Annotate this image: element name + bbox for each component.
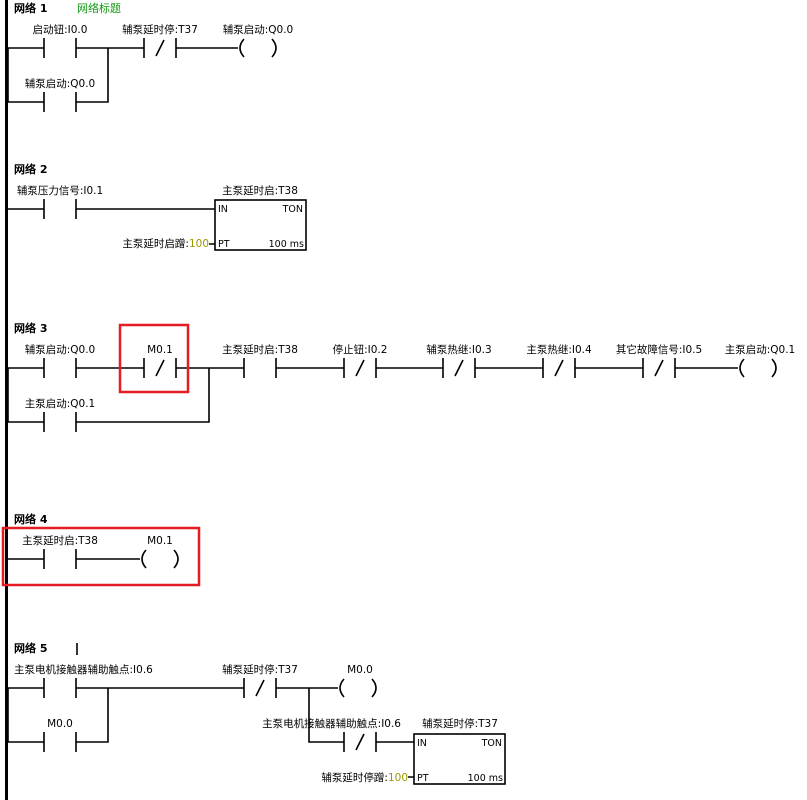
n3-m01-highlight-box [118,323,190,394]
network-1-title[interactable]: 网络标题 [77,1,121,15]
n3-stop-button-nc-contact[interactable]: 停止钮:I0.2 [333,343,388,378]
n2-timer-name: 主泵延时启:T38 [222,184,298,197]
n4-m01-coil-label: M0.1 [147,535,173,547]
n5-timer-pt: PT [417,773,429,784]
network-3[interactable]: 网络 3 辅泵启动:Q0.0 M0.1 主泵延时启:T38 停止钮:I0.2 辅… [7,321,796,432]
network-3-label: 网络 3 [14,321,47,335]
n3-main-start-coil[interactable]: 主泵启动:Q0.1 [725,343,796,378]
n2-timer-in: IN [218,204,228,215]
n5-aux-delay-stop-label: 辅泵延时停:T37 [222,663,298,676]
n5-aux-contact2-label: 主泵电机接触器辅助触点:I0.6 [262,717,401,730]
n2-aux-pressure-contact[interactable]: 辅泵压力信号:I0.1 [17,184,103,219]
n1-wires [7,47,238,103]
n3-main-delay-contact[interactable]: 主泵延时启:T38 [222,343,298,378]
n5-ton-timer-box[interactable]: 辅泵延时停:T37 IN TON PT 100 ms [413,717,506,785]
n5-preset-value: 100 [388,772,408,784]
n2-preset[interactable]: 主泵延时启蹭:100 [122,237,209,250]
n5-aux-contact[interactable]: 主泵电机接触器辅助触点:I0.6 [14,663,153,698]
n1-aux-start-hold-label: 辅泵启动:Q0.0 [25,77,96,90]
n2-preset-label: 主泵延时启蹭: [122,237,189,250]
n1-aux-delay-stop-nc-contact[interactable]: 辅泵延时停:T37 [122,23,198,58]
n3-main-thermal-label: 主泵热继:I0.4 [526,343,592,356]
n3-main-thermal-nc-contact[interactable]: 主泵热继:I0.4 [526,343,592,378]
n3-stop-button-label: 停止钮:I0.2 [333,343,388,356]
n3-wires [7,367,738,423]
n3-other-fault-label: 其它故障信号:I0.5 [616,343,702,356]
n5-wires [7,687,414,778]
n2-timer-type: TON [282,204,303,215]
n2-timer-pt: PT [218,239,230,250]
n1-start-button-contact[interactable]: 启动钮:I0.0 [33,23,88,58]
n4-m01-coil[interactable]: M0.1 [141,535,179,569]
n5-m00-coil[interactable]: M0.0 [339,664,377,698]
n5-aux-delay-stop-nc-contact[interactable]: 辅泵延时停:T37 [222,663,298,698]
n3-other-fault-nc-contact[interactable]: 其它故障信号:I0.5 [616,343,702,378]
n2-preset-value: 100 [189,238,209,250]
n3-main-delay-label: 主泵延时启:T38 [222,343,298,356]
n2-aux-pressure-label: 辅泵压力信号:I0.1 [17,184,103,197]
n2-wires [8,208,215,245]
n3-aux-start-label: 辅泵启动:Q0.0 [25,343,96,356]
n3-main-start-coil-label: 主泵启动:Q0.1 [725,343,796,356]
n3-aux-thermal-label: 辅泵热继:I0.3 [426,343,491,356]
n5-aux-contact-label: 主泵电机接触器辅助触点:I0.6 [14,663,153,676]
network-5[interactable]: 网络 5 主泵电机接触器辅助触点:I0.6 辅泵延时停:T37 M0.0 M0.… [7,641,506,785]
n5-m00-hold-contact[interactable]: M0.0 [43,718,77,752]
n5-timer-base: 100 ms [468,773,503,784]
n3-aux-start-contact[interactable]: 辅泵启动:Q0.0 [25,343,96,378]
n1-aux-start-hold-contact[interactable]: 辅泵启动:Q0.0 [25,77,96,112]
network-5-label: 网络 5 [14,641,47,655]
n2-timer-base: 100 ms [269,239,304,250]
n5-timer-name: 辅泵延时停:T37 [422,717,498,730]
svg-text:主泵延时启蹭:100: 主泵延时启蹭:100 [122,237,209,250]
network-4[interactable]: 网络 4 主泵延时启:T38 M0.1 [1,512,201,587]
n5-timer-in: IN [417,738,427,749]
n3-main-start-hold-contact[interactable]: 主泵启动:Q0.1 [25,397,96,432]
n4-highlight-box [1,526,201,587]
n1-aux-delay-stop-label: 辅泵延时停:T37 [122,23,198,36]
n3-main-start-hold-label: 主泵启动:Q0.1 [25,397,96,410]
n5-preset-label: 辅泵延时停蹭: [321,771,388,784]
n5-preset[interactable]: 辅泵延时停蹭:100 [321,771,408,784]
network-2-label: 网络 2 [14,162,47,176]
n3-aux-thermal-nc-contact[interactable]: 辅泵热继:I0.3 [426,343,492,378]
svg-text:辅泵延时停蹭:100: 辅泵延时停蹭:100 [321,771,408,784]
network-1-label: 网络 1 [14,1,47,15]
network-1[interactable]: 网络 1 网络标题 启动钮:I0.0 辅泵延时停:T37 辅泵启动:Q0.0 辅… [7,1,294,112]
n3-m01-nc-contact[interactable]: M0.1 [143,344,177,378]
n5-timer-type: TON [481,738,502,749]
n1-aux-start-coil[interactable]: 辅泵启动:Q0.0 [223,23,294,58]
n5-aux-contact-nc[interactable]: 主泵电机接触器辅助触点:I0.6 [262,717,401,752]
n4-main-delay-contact[interactable]: 主泵延时启:T38 [22,534,98,569]
n1-start-button-label: 启动钮:I0.0 [33,23,88,36]
n1-aux-start-coil-label: 辅泵启动:Q0.0 [223,23,294,36]
n4-main-delay-label: 主泵延时启:T38 [22,534,98,547]
n3-m01-label: M0.1 [147,344,173,356]
network-4-label: 网络 4 [14,512,48,526]
n5-m00-hold-label: M0.0 [47,718,73,730]
power-rail [5,0,8,800]
network-2[interactable]: 网络 2 辅泵压力信号:I0.1 主泵延时启:T38 IN TON PT 100… [8,162,307,251]
n2-ton-timer-box[interactable]: 主泵延时启:T38 IN TON PT 100 ms [214,184,307,251]
n5-m00-coil-label: M0.0 [347,664,373,676]
